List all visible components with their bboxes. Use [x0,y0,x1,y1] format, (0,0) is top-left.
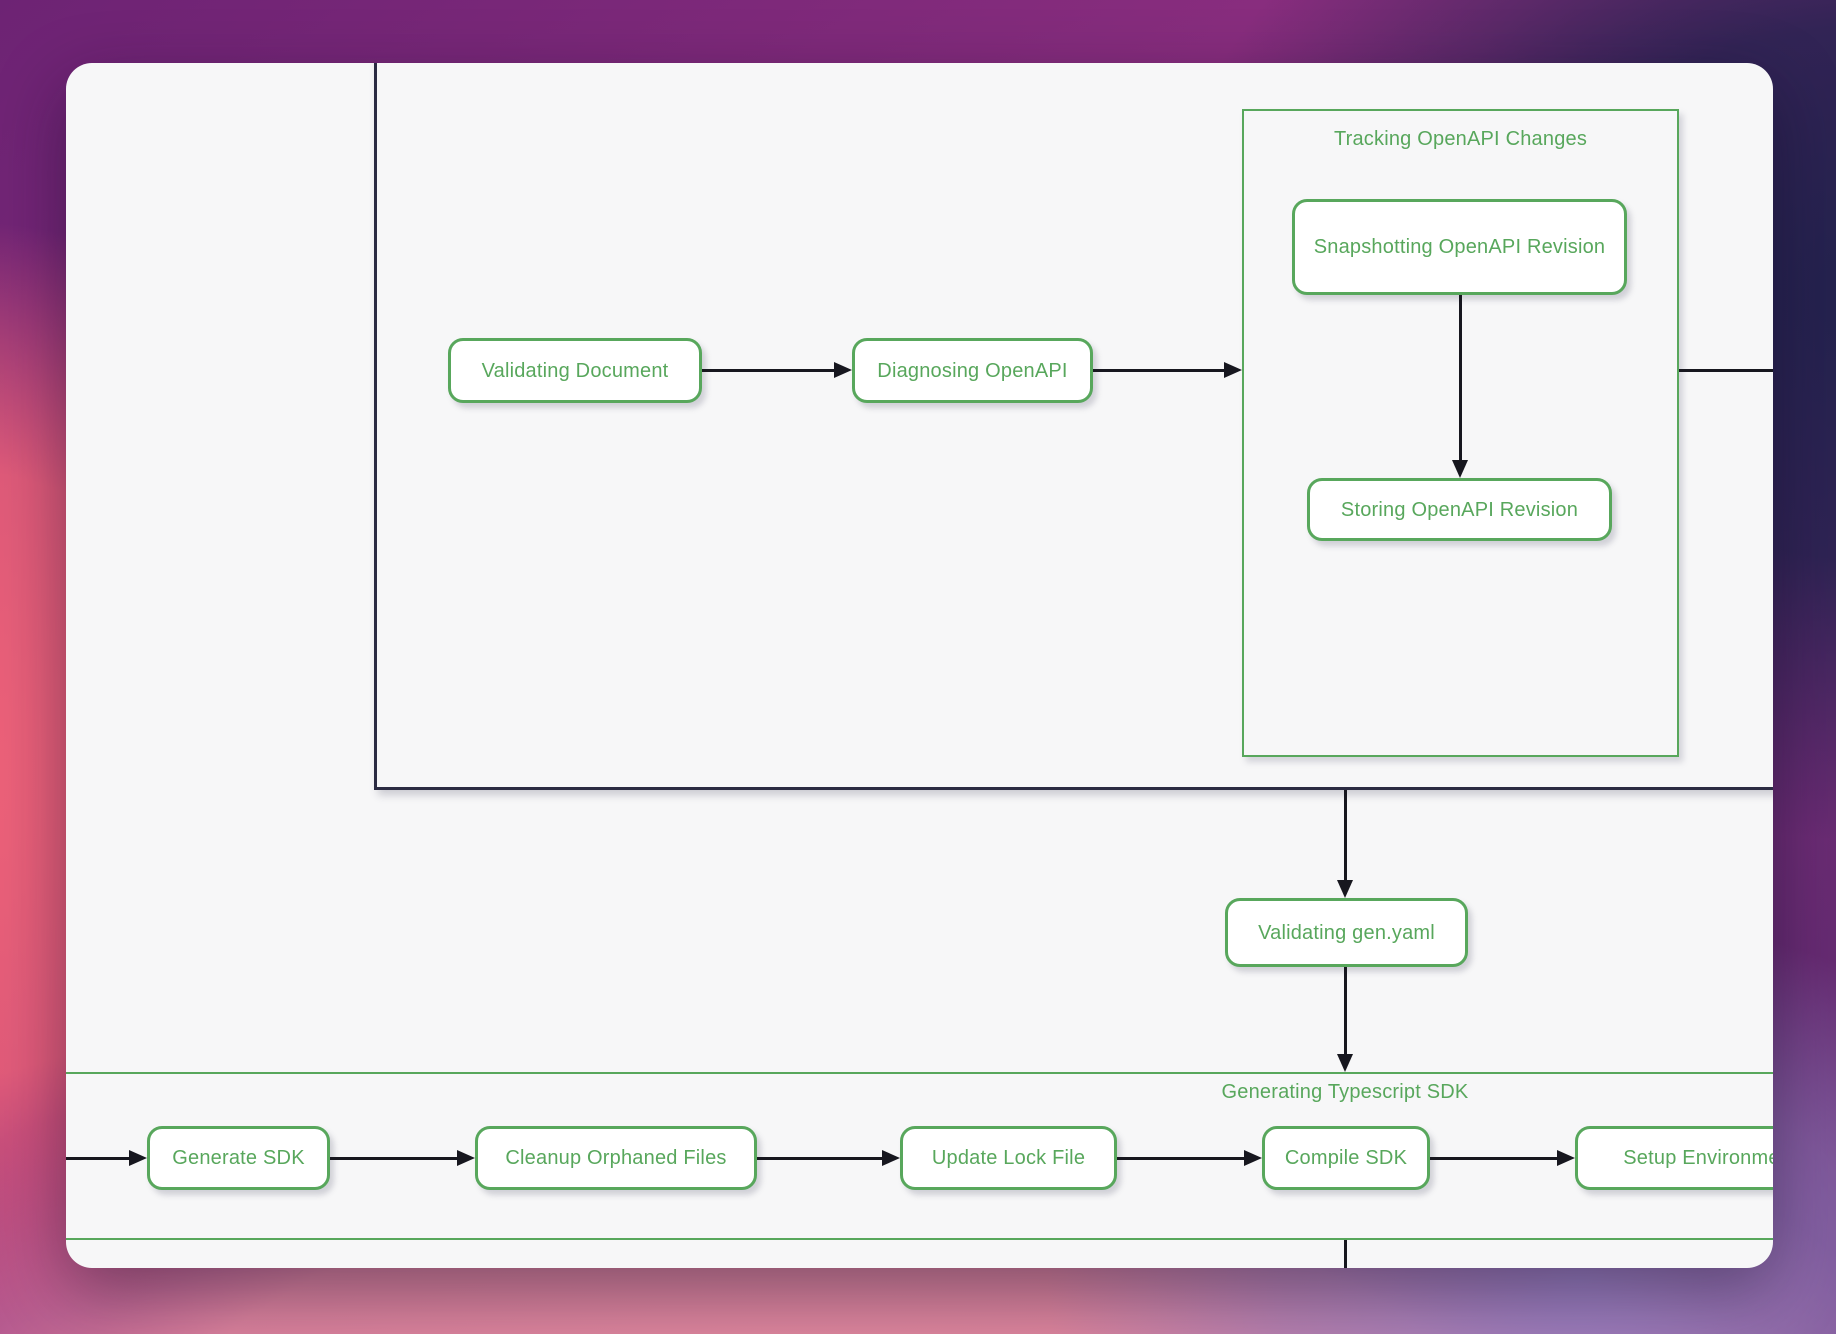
node-cleanup-orphaned-files: Cleanup Orphaned Files [475,1126,757,1190]
node-label: Generate SDK [172,1147,305,1169]
arrow-head [882,1150,900,1166]
arrow-head [1337,1054,1353,1072]
arrow-head [1557,1150,1575,1166]
arrow-head [1244,1150,1262,1166]
edge-sdk-section-out-bottom [1344,1240,1347,1268]
edge-tracking-out-right [1679,369,1773,372]
node-label: Compile SDK [1284,1147,1408,1169]
arrow-head [1337,880,1353,898]
node-validating-gen-yaml: Validating gen.yaml [1225,898,1468,967]
edge-update-lock-to-compile [1117,1157,1246,1160]
edge-cleanup-to-update-lock [757,1157,884,1160]
node-generate-sdk: Generate SDK [147,1126,330,1190]
node-label: Update Lock File [931,1147,1086,1169]
arrow-head [1224,362,1242,378]
node-label: Cleanup Orphaned Files [505,1147,727,1169]
diagram-canvas: Validating Document Diagnosing OpenAPI T… [66,63,1773,1268]
edge-diagnosing-to-tracking [1093,369,1228,372]
edge-snapshotting-to-storing [1459,295,1462,461]
node-label: Setup Environment [1623,1147,1773,1169]
node-update-lock-file: Update Lock File [900,1126,1117,1190]
edge-compile-to-setup-env [1430,1157,1559,1160]
edge-gen-yaml-to-sdk-section [1344,967,1347,1055]
edge-in-from-left [66,1157,131,1160]
node-snapshotting-openapi-revision: Snapshotting OpenAPI Revision [1292,199,1627,295]
node-label: Validating Document [481,359,669,382]
arrow-head [834,362,852,378]
node-validating-document: Validating Document [448,338,702,403]
group-title: Tracking OpenAPI Changes [1333,128,1588,150]
arrow-head [129,1150,147,1166]
node-compile-sdk: Compile SDK [1262,1126,1430,1190]
node-setup-environment: Setup Environment [1575,1126,1773,1190]
node-diagnosing-openapi: Diagnosing OpenAPI [852,338,1093,403]
group-tracking-openapi-changes: Tracking OpenAPI Changes [1242,109,1679,757]
group-generating-typescript-sdk [66,1072,1773,1240]
edge-validating-to-diagnosing [702,369,838,372]
arrow-head [457,1150,475,1166]
node-storing-openapi-revision: Storing OpenAPI Revision [1307,478,1612,541]
arrow-head [1452,460,1468,478]
node-label: Storing OpenAPI Revision [1340,498,1579,521]
edge-generate-to-cleanup [330,1157,459,1160]
edge-frame-to-gen-yaml [1344,790,1347,881]
workflow-frame [374,63,1773,790]
node-label: Snapshotting OpenAPI Revision [1313,236,1606,258]
section-title: Generating Typescript SDK [1221,1081,1469,1103]
node-label: Diagnosing OpenAPI [877,359,1068,382]
node-label: Validating gen.yaml [1258,921,1435,944]
